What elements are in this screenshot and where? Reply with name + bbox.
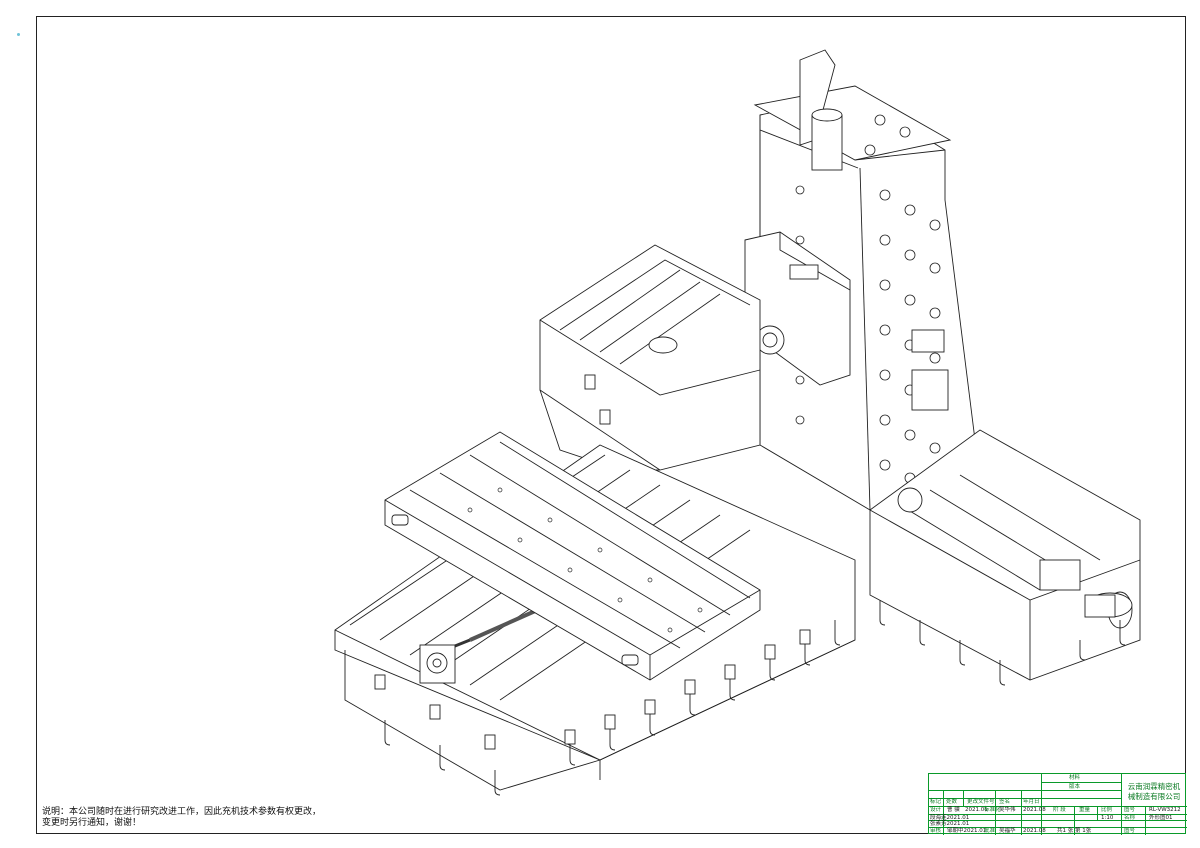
design-date: 2021.01	[965, 807, 988, 813]
drawing-no-label: 图号	[1124, 807, 1136, 813]
name-label: 名称	[1124, 815, 1136, 821]
sheet-count: 共1 张 第 1张	[1057, 828, 1092, 834]
sign-label: 签名	[999, 799, 1011, 805]
note-line-2: 变更时另行通知，谢谢！	[42, 818, 142, 828]
designer-name: 曹 骥	[947, 807, 960, 813]
mark-label: 标记	[930, 799, 942, 805]
company-line-1: 云南润霖精密机	[1127, 782, 1181, 791]
drawing-no: RL-VW3212	[1149, 807, 1181, 813]
y-motor	[1084, 592, 1133, 618]
ratify-name: 吴福华	[999, 828, 1016, 834]
stage-label: 阶 段	[1053, 807, 1066, 813]
ratify-label: 批准	[984, 828, 996, 834]
std-name: 吴华伟	[999, 807, 1016, 813]
x-axis-base-right	[869, 429, 1141, 686]
spindle-head	[744, 49, 851, 386]
weight-label: 重量	[1079, 807, 1091, 813]
scale-label: 比例	[1101, 807, 1113, 813]
note-line-1: 说明：本公司随时在进行研究改进工作，因此充机技术参数有权更改，	[42, 807, 322, 817]
column-holes	[795, 114, 941, 484]
right-feet	[879, 600, 1126, 686]
approve-label: 审核	[930, 828, 942, 834]
company-name: 云南润霖精密机 械制造有限公司	[1123, 782, 1185, 802]
approve-row: 邹朝中2021.01	[947, 828, 987, 834]
worktable	[384, 431, 761, 681]
marker-dot	[17, 33, 20, 36]
design-label: 设计	[930, 807, 942, 813]
material-label: 材料	[1069, 775, 1081, 781]
x-motor	[419, 644, 456, 684]
version-label: 版本	[1069, 784, 1081, 790]
sheet-no-label: 图号	[1124, 828, 1136, 834]
tslot-holes	[467, 487, 703, 633]
note-text: 说明：本公司随时在进行研究改进工作，因此充机技术参数有权更改， 变更时另行通知，…	[42, 807, 321, 829]
change-doc-label: 更改文件号	[967, 799, 995, 805]
name-value: 外形图01	[1149, 815, 1173, 821]
ymd-label: 年月日	[1023, 799, 1040, 805]
std-label: 标准化	[984, 807, 1001, 813]
bed-windows	[374, 629, 811, 750]
ratify-date: 2021.08	[1023, 828, 1046, 834]
zone-label: 处数	[946, 799, 958, 805]
process-row: 张素芳2021.01	[930, 821, 970, 827]
scale-value: 1:10	[1101, 815, 1114, 821]
y-axis-base	[539, 244, 761, 471]
drawing-border	[36, 16, 1186, 834]
std-date: 2021.08	[1023, 807, 1046, 813]
title-block: 材料 版本 云南润霖精密机 械制造有限公司 标记 处数 更改文件号 签名 年月日…	[928, 773, 1187, 835]
company-line-2: 械制造有限公司	[1127, 792, 1181, 801]
check-row: 段海连2021.01	[930, 815, 970, 821]
bed-feet	[384, 620, 841, 796]
